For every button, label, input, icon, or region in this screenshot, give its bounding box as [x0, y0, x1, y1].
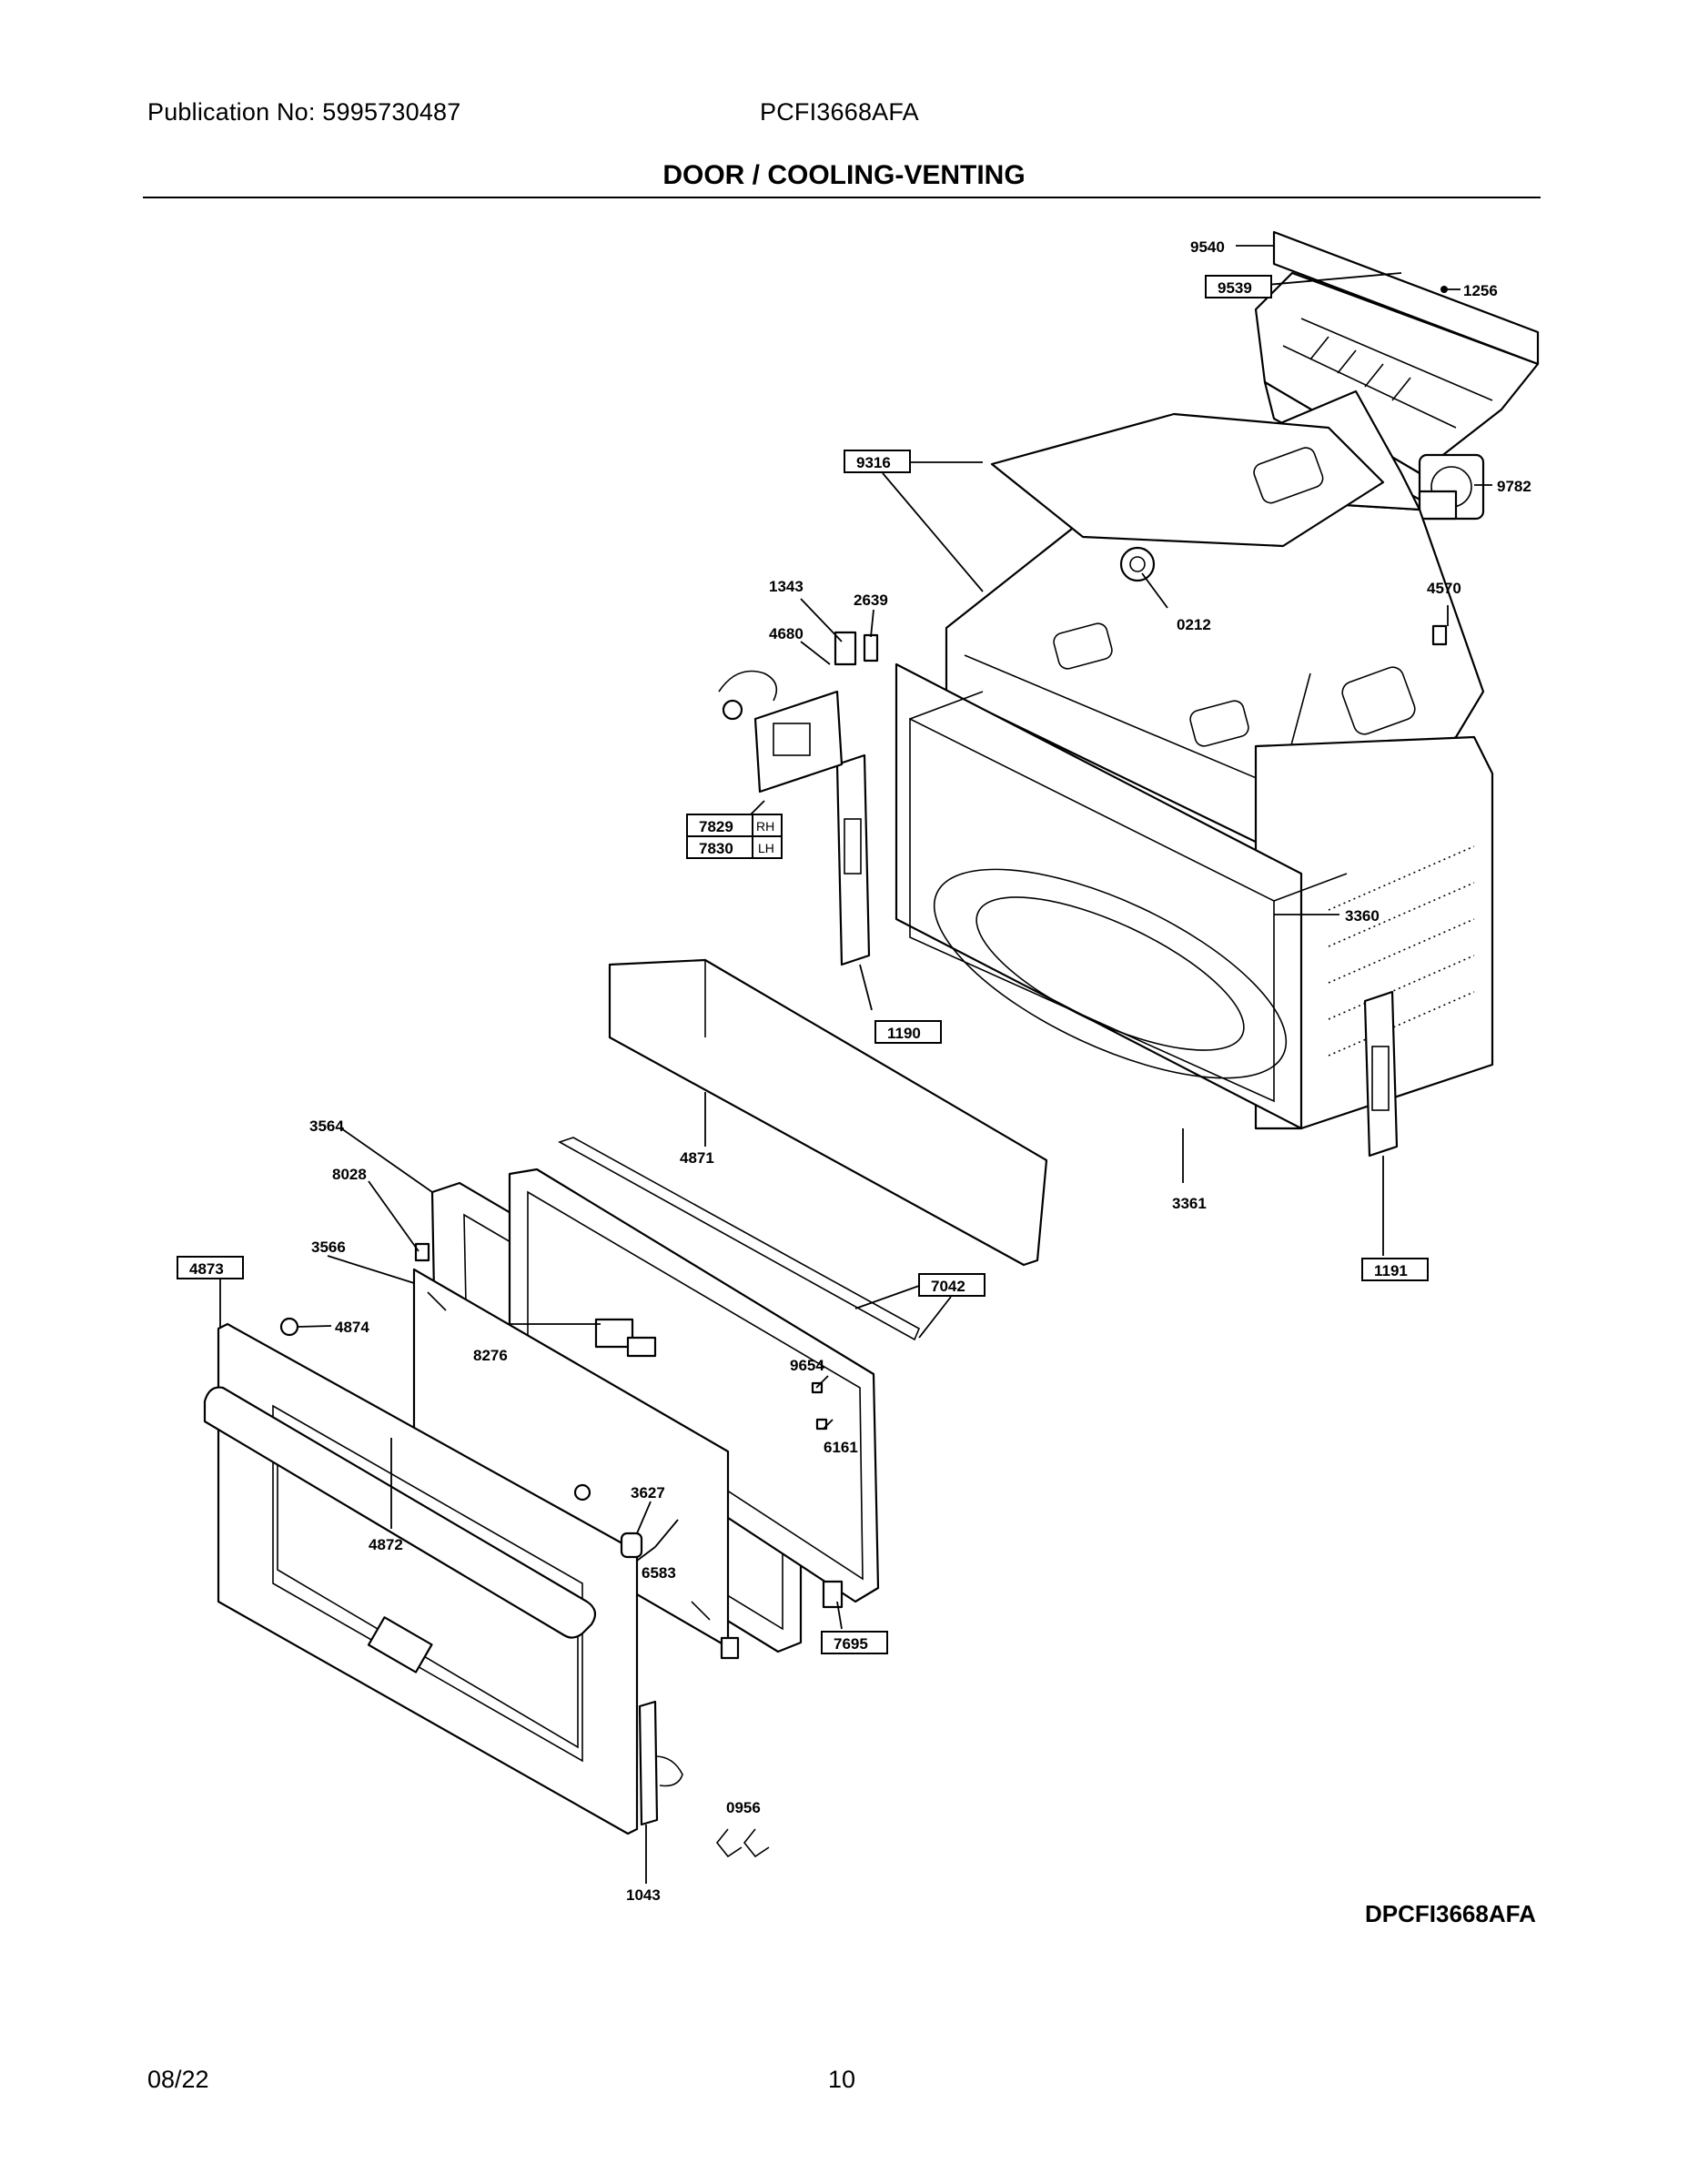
- part-label-9782: 9782: [1497, 478, 1531, 495]
- hinge-receiver-right-part: [1363, 990, 1399, 1158]
- hinge-receiver-left-part: [835, 753, 871, 966]
- part-label-8276: 8276: [473, 1347, 508, 1364]
- part-label-9654: 9654: [790, 1357, 824, 1374]
- part-label-3566: 3566: [311, 1239, 346, 1256]
- part-label-1343: 1343: [769, 578, 804, 595]
- part-label-3361: 3361: [1172, 1195, 1207, 1212]
- part-label-7042: 7042: [931, 1278, 965, 1295]
- part-labels: 9540 1256 9539 9316 9782 1343 2639 4680 …: [177, 238, 1531, 1904]
- publication-number: Publication No: 5995730487: [147, 98, 461, 126]
- part-label-rh: RH: [756, 819, 774, 834]
- part-label-9316: 9316: [856, 454, 891, 471]
- title-divider: [143, 197, 1541, 198]
- page-number: 10: [828, 2066, 856, 2093]
- part-label-1190: 1190: [887, 1025, 921, 1042]
- part-label-0212: 0212: [1177, 616, 1211, 633]
- part-label-4680: 4680: [769, 625, 804, 642]
- control-trim-part: [608, 958, 1048, 1267]
- oven-cavity-part: [895, 662, 1494, 1130]
- part-label-1043: 1043: [626, 1886, 661, 1904]
- part-label-7830: 7830: [699, 840, 733, 857]
- page-title: DOOR / COOLING-VENTING: [662, 160, 1026, 190]
- part-label-4871: 4871: [680, 1149, 714, 1167]
- part-label-3360: 3360: [1345, 907, 1380, 925]
- part-label-9540: 9540: [1190, 238, 1225, 256]
- hinge-clips-part: [715, 1828, 770, 1858]
- screw-part: [1440, 286, 1461, 293]
- thermostat-part: [1431, 624, 1448, 646]
- part-label-lh: LH: [758, 841, 774, 855]
- switch-part: [834, 631, 879, 666]
- diagram-code: DPCFI3668AFA: [1365, 1900, 1536, 1927]
- part-label-3627: 3627: [631, 1484, 665, 1502]
- part-label-4872: 4872: [369, 1536, 403, 1553]
- model-number: PCFI3668AFA: [760, 98, 919, 126]
- door-lock-part: [718, 670, 844, 794]
- part-label-7695: 7695: [834, 1635, 868, 1653]
- leader-lines: [219, 245, 1492, 1884]
- part-label-1256: 1256: [1463, 282, 1498, 299]
- part-label-3564: 3564: [309, 1117, 344, 1135]
- part-label-8028: 8028: [332, 1166, 367, 1183]
- door-hinge-part: [638, 1700, 683, 1826]
- part-label-4873: 4873: [189, 1260, 224, 1278]
- part-label-6583: 6583: [642, 1564, 676, 1582]
- part-label-2639: 2639: [854, 592, 888, 609]
- part-label-4874: 4874: [335, 1319, 369, 1336]
- blower-motor-part: [1418, 453, 1485, 521]
- part-label-4570: 4570: [1427, 580, 1461, 597]
- part-label-9539: 9539: [1218, 279, 1252, 297]
- part-label-1191: 1191: [1374, 1262, 1408, 1279]
- footer-date: 08/22: [147, 2066, 209, 2093]
- door-seal-part: [558, 1137, 921, 1341]
- part-label-0956: 0956: [726, 1799, 761, 1816]
- part-label-6161: 6161: [824, 1439, 858, 1456]
- door-handle-part: [203, 1386, 597, 1639]
- part-label-7829: 7829: [699, 818, 733, 835]
